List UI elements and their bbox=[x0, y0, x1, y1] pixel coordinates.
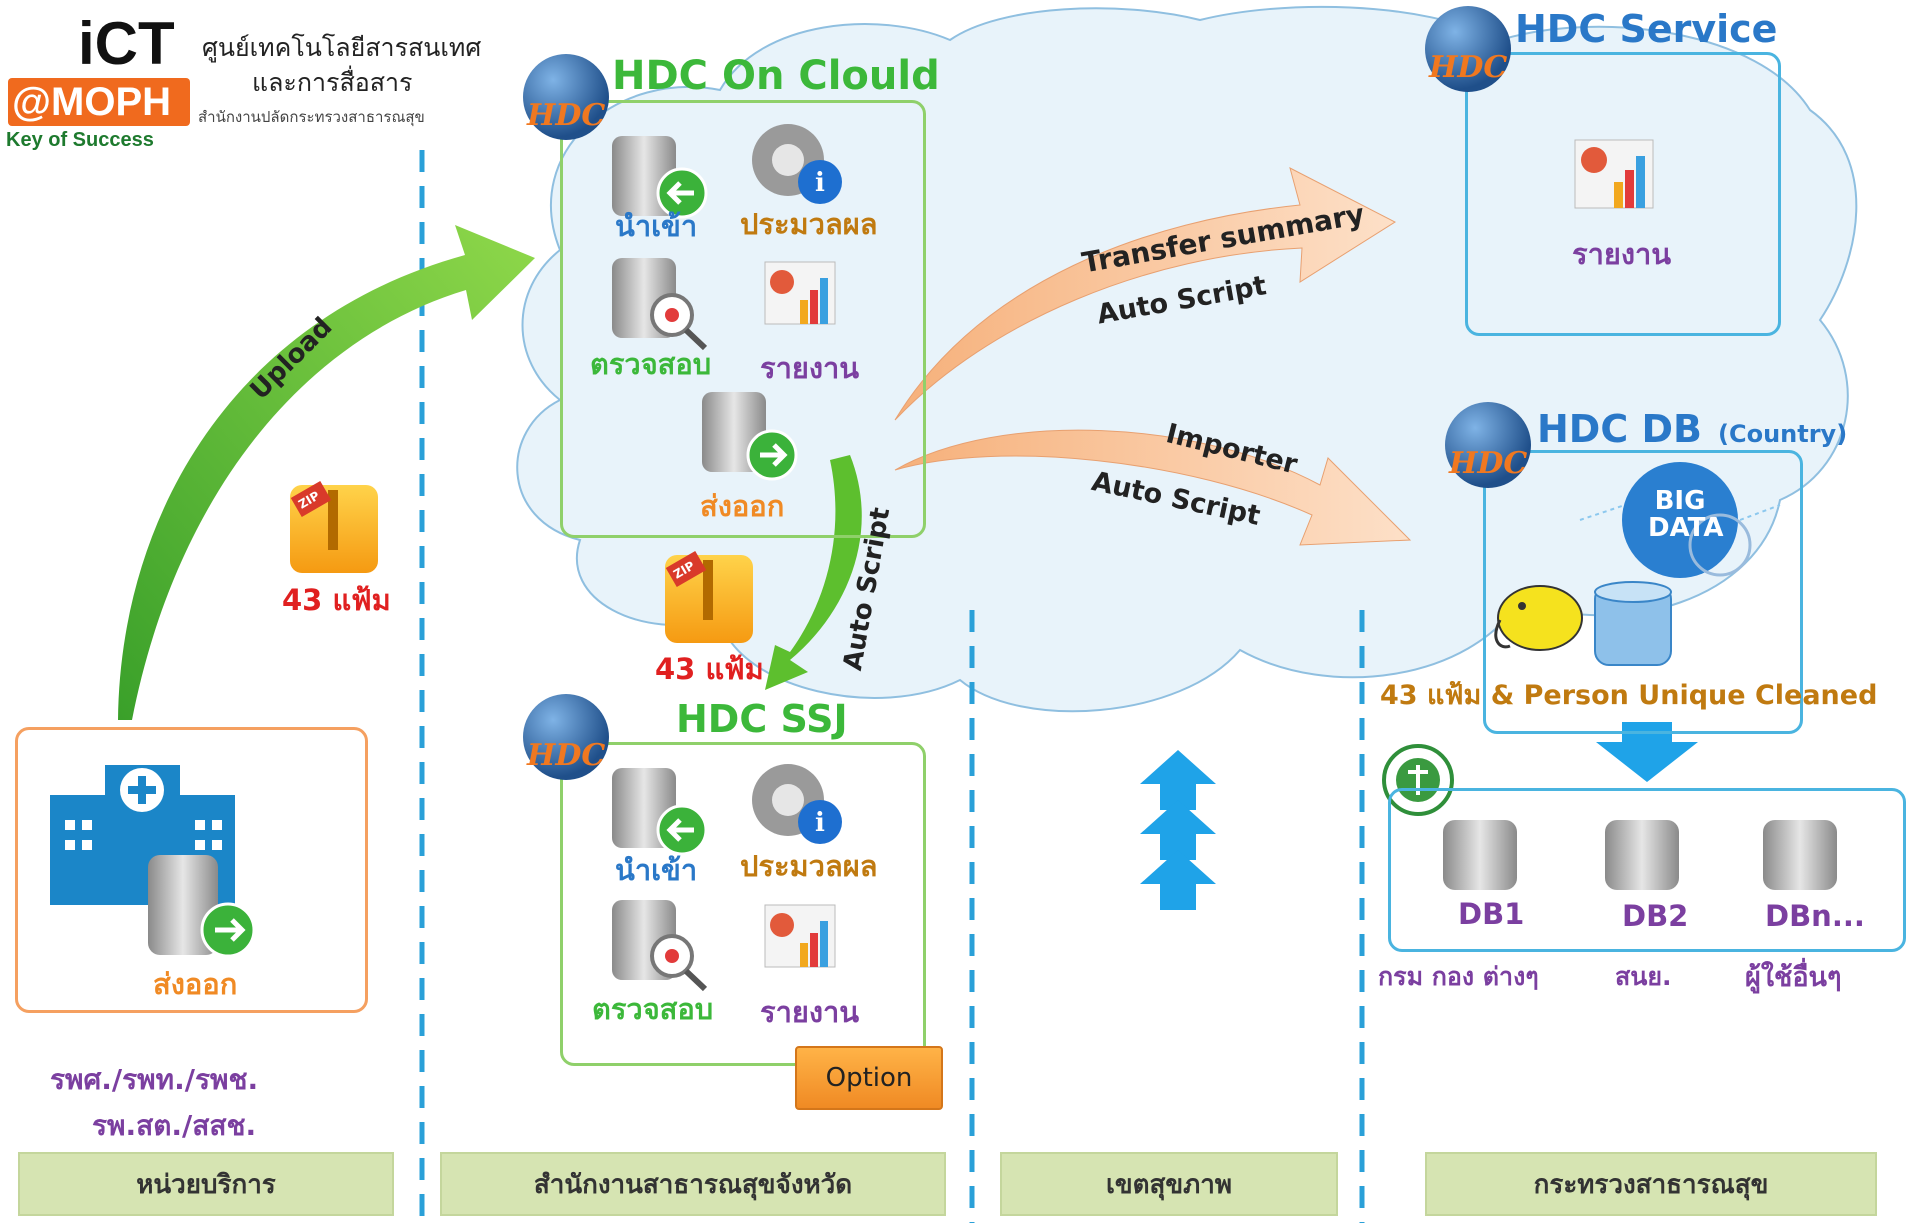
logo-org-line2: และการสื่อสาร bbox=[252, 68, 413, 97]
auto-script-arrow-down bbox=[765, 455, 862, 690]
option-button[interactable]: Option bbox=[795, 1046, 943, 1110]
hdc-logo-icon: HDC bbox=[1445, 402, 1531, 488]
logo-tagline: Key of Success bbox=[6, 129, 154, 151]
cloud-process-gear-icon: i bbox=[752, 124, 842, 204]
db-user-2: สนย. bbox=[1615, 962, 1672, 991]
ssj-verify-label: ตรวจสอบ bbox=[592, 992, 714, 1026]
hdc-service-box bbox=[1465, 52, 1781, 336]
cloud-report-label: รายงาน bbox=[760, 351, 860, 385]
down-arrow bbox=[1596, 722, 1698, 782]
ssj-report-icon bbox=[764, 904, 836, 968]
db-user-1: กรม กอง ต่างๆ bbox=[1378, 962, 1539, 991]
footer-col-ministry: กระทรวงสาธารณสุข bbox=[1425, 1152, 1877, 1216]
cloud-export-db-icon bbox=[702, 392, 798, 481]
transfer-arrow bbox=[894, 167, 1397, 421]
logo-brand-mid: @MOPH bbox=[12, 80, 172, 124]
big-data-label: BIG DATA bbox=[1648, 486, 1724, 544]
cloud-verify-db-icon bbox=[612, 258, 708, 351]
service-report-label: รายงาน bbox=[1572, 237, 1672, 271]
ssj-process-label: ประมวลผล bbox=[740, 849, 878, 883]
hdc-db-title: HDC DB bbox=[1537, 407, 1702, 451]
hdc-db-storage-icon bbox=[1594, 581, 1672, 666]
svg-text:i: i bbox=[815, 808, 825, 838]
footer-col-provincial-office: สำนักงานสาธารณสุขจังหวัด bbox=[440, 1152, 946, 1216]
hdc-logo-icon: HDC bbox=[523, 694, 609, 780]
files-label-mid: 43 แฟ้ม bbox=[655, 652, 764, 686]
logo-org-line1: ศูนย์เทคโนโลยีสารสนเทศ bbox=[202, 33, 482, 62]
hospital-unit-line2: รพ.สต./สสช. bbox=[92, 1109, 257, 1142]
big-data-icon bbox=[1579, 462, 1781, 578]
ssj-import-label: นำเข้า bbox=[615, 853, 698, 887]
footer-col-health-region: เขตสุขภาพ bbox=[1000, 1152, 1338, 1216]
cloud-export-label: ส่งออก bbox=[700, 489, 785, 523]
zip-file-icon-left bbox=[290, 480, 378, 573]
db-user-3: ผู้ใช้อื่นๆ bbox=[1745, 962, 1842, 993]
hospital-unit-line1: รพศ./รพท./รพช. bbox=[50, 1063, 259, 1096]
hdc-db-caption: 43 แฟ้ม & Person Unique Cleaned bbox=[1380, 680, 1878, 711]
hdc-ssj-box bbox=[560, 742, 926, 1066]
db2-label: DB2 bbox=[1622, 899, 1689, 933]
db1-label: DB1 bbox=[1458, 897, 1525, 931]
hdc-db-box bbox=[1483, 450, 1803, 734]
hospital-box bbox=[15, 727, 368, 1013]
logo-brand-top: iCT bbox=[78, 10, 175, 77]
footer-col-service-unit: หน่วยบริการ bbox=[18, 1152, 394, 1216]
hdc-cloud-title: HDC On Clould bbox=[612, 53, 940, 99]
zip-file-icon-mid bbox=[665, 550, 753, 643]
cloud-verify-label: ตรวจสอบ bbox=[590, 347, 712, 381]
hdc-logo-icon: HDC bbox=[523, 54, 609, 140]
logo-org-line3: สำนักงานปลัดกระทรวงสาธารณสุข bbox=[198, 108, 425, 126]
column-dividers bbox=[419, 150, 1365, 1223]
cloud-report-icon bbox=[764, 261, 836, 325]
ssj-process-gear-icon: i bbox=[752, 764, 842, 844]
hdc-service-title: HDC Service bbox=[1515, 7, 1778, 51]
cloud-process-label: ประมวลผล bbox=[740, 207, 878, 241]
cloud-import-label: นำเข้า bbox=[615, 209, 698, 243]
hospital-export-label: ส่งออก bbox=[153, 967, 238, 1001]
upload-arrow bbox=[118, 225, 535, 720]
db2-icon bbox=[1605, 820, 1679, 890]
importer-arrow bbox=[894, 429, 1412, 546]
hdc-db-title-suffix: (Country) bbox=[1718, 420, 1848, 448]
cloud-import-db-icon bbox=[612, 136, 708, 219]
hdc-ssj-title: HDC SSJ bbox=[676, 697, 848, 741]
hospital-export-db-icon bbox=[148, 855, 256, 958]
logo-brand-bar bbox=[8, 78, 190, 126]
hadoop-elephant-icon bbox=[1494, 585, 1583, 651]
hdc-logo-icon: HDC bbox=[1425, 6, 1511, 92]
service-report-icon bbox=[1574, 139, 1654, 209]
hdc-cloud-box bbox=[560, 100, 926, 538]
db-group-box bbox=[1388, 788, 1906, 952]
svg-text:i: i bbox=[815, 168, 825, 198]
upward-arrows bbox=[1140, 750, 1216, 910]
ssj-import-db-icon bbox=[612, 768, 708, 856]
ssj-report-label: รายงาน bbox=[760, 995, 860, 1029]
ssj-verify-db-icon bbox=[612, 900, 708, 992]
db1-icon bbox=[1443, 820, 1517, 890]
dbn-icon bbox=[1763, 820, 1837, 890]
dbn-label: DBn... bbox=[1765, 899, 1865, 933]
files-label-left: 43 แฟ้ม bbox=[282, 583, 391, 617]
